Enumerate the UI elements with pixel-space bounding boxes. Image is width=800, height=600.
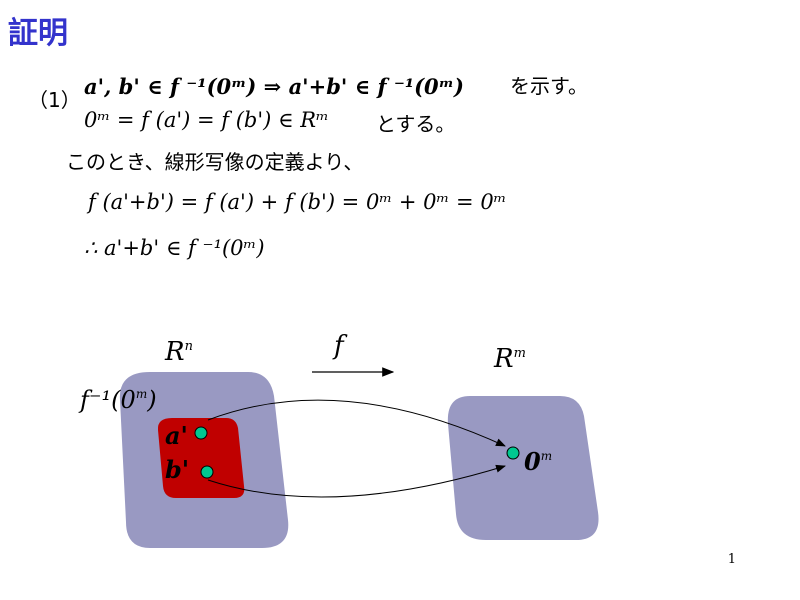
page-number: 1	[727, 552, 736, 567]
preimage-label: f⁻¹(0m)	[78, 386, 157, 414]
point-b	[200, 465, 214, 479]
proof-item-marker: （1）	[28, 88, 81, 112]
proof-line-4-math: f (a'+b') = f (a') + f (b') = 0ᵐ + 0ᵐ = …	[88, 190, 507, 214]
point-a	[194, 426, 208, 440]
proof-line-3-text: このとき、線形写像の定義より、	[66, 150, 364, 174]
proof-line-2-suffix: とする。	[376, 112, 456, 136]
proof-line-2-math: 0ᵐ = f (a') = f (b') ∈ Rᵐ	[84, 108, 329, 132]
proof-line-5-math: ∴ a'+b' ∈ f ⁻¹(0ᵐ)	[84, 236, 265, 260]
point-b-label: b'	[165, 455, 189, 484]
kernel-set-shape	[157, 418, 245, 498]
zero-label: 0m	[524, 447, 552, 476]
point-zero	[506, 446, 520, 460]
codomain-set-shape	[447, 396, 599, 540]
map-label: f	[332, 331, 348, 361]
domain-label: Rn	[164, 337, 193, 367]
mapping-arrow-b	[207, 464, 506, 498]
slide-title: 証明	[8, 16, 68, 51]
point-a-label: a'	[165, 421, 188, 450]
codomain-label: Rm	[493, 344, 526, 374]
proof-line-1-math: a', b' ∈ f ⁻¹(0ᵐ) ⇒ a'+b' ∈ f ⁻¹(0ᵐ)	[84, 74, 464, 99]
mapping-arrow-a	[207, 399, 506, 447]
proof-line-1-suffix: を示す。	[510, 74, 588, 98]
